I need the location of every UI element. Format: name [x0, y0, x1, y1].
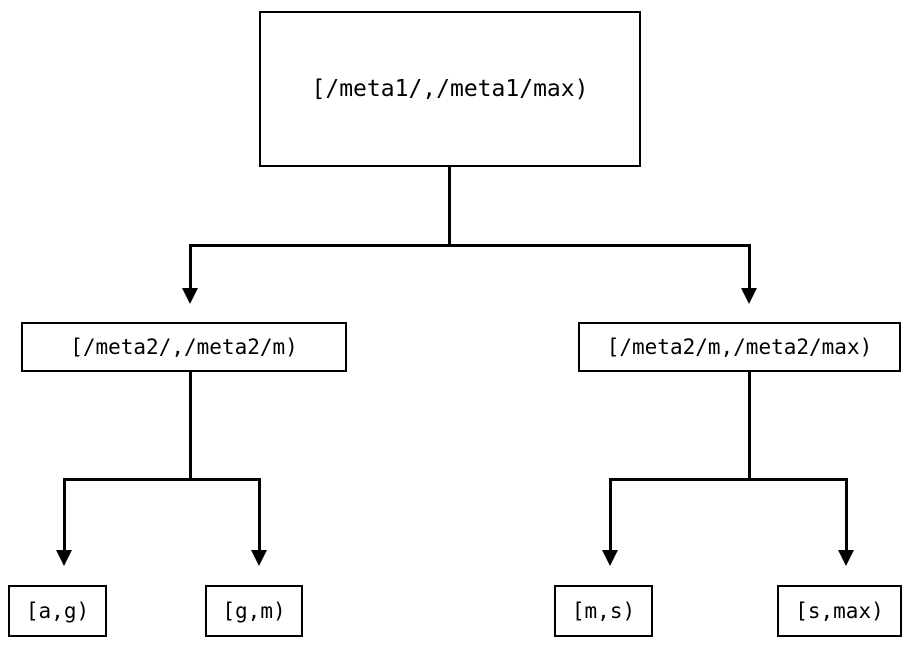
node-leaf-ag[interactable]: [a,g) — [8, 585, 107, 637]
edge-mid-right-to-leaf-smax-drop — [845, 478, 848, 551]
node-mid-right[interactable]: [/meta2/m,/meta2/max) — [578, 322, 901, 372]
node-leaf-ag-label: [a,g) — [25, 598, 90, 623]
arrowhead-mid-left-to-leaf-ag — [56, 550, 72, 566]
edge-mid-left-stem — [189, 372, 192, 481]
edge-mid-left-to-leaf-gm-drop — [258, 478, 261, 551]
node-root-label: [/meta1/,/meta1/max) — [311, 75, 589, 102]
node-leaf-ms-label: [m,s) — [571, 598, 636, 623]
edge-root-bar — [189, 244, 751, 247]
edge-root-stem — [448, 167, 451, 247]
edge-mid-left-to-leaf-ag-drop — [63, 478, 66, 551]
edge-mid-right-stem — [748, 372, 751, 481]
edge-mid-right-to-leaf-ms-drop — [609, 478, 612, 551]
node-leaf-smax[interactable]: [s,max) — [777, 585, 902, 637]
edge-mid-left-bar — [63, 478, 191, 481]
edge-root-to-mid-right-drop — [748, 244, 751, 289]
node-leaf-gm-label: [g,m) — [222, 598, 286, 623]
node-mid-right-label: [/meta2/m,/meta2/max) — [606, 334, 873, 359]
node-leaf-gm[interactable]: [g,m) — [205, 585, 303, 637]
node-mid-left-label: [/meta2/,/meta2/m) — [70, 334, 298, 359]
edge-mid-left-bar-right — [189, 478, 261, 481]
node-mid-left[interactable]: [/meta2/,/meta2/m) — [21, 322, 347, 372]
edge-mid-right-bar — [609, 478, 750, 481]
arrowhead-root-to-mid-left — [182, 288, 198, 304]
node-leaf-ms[interactable]: [m,s) — [554, 585, 653, 637]
arrowhead-mid-right-to-leaf-smax — [838, 550, 854, 566]
arrowhead-mid-left-to-leaf-gm — [251, 550, 267, 566]
node-root[interactable]: [/meta1/,/meta1/max) — [259, 11, 641, 167]
edge-mid-right-bar-right — [748, 478, 848, 481]
arrowhead-root-to-mid-right — [741, 288, 757, 304]
edge-root-to-mid-left-drop — [189, 244, 192, 289]
arrowhead-mid-right-to-leaf-ms — [602, 550, 618, 566]
node-leaf-smax-label: [s,max) — [795, 598, 884, 623]
